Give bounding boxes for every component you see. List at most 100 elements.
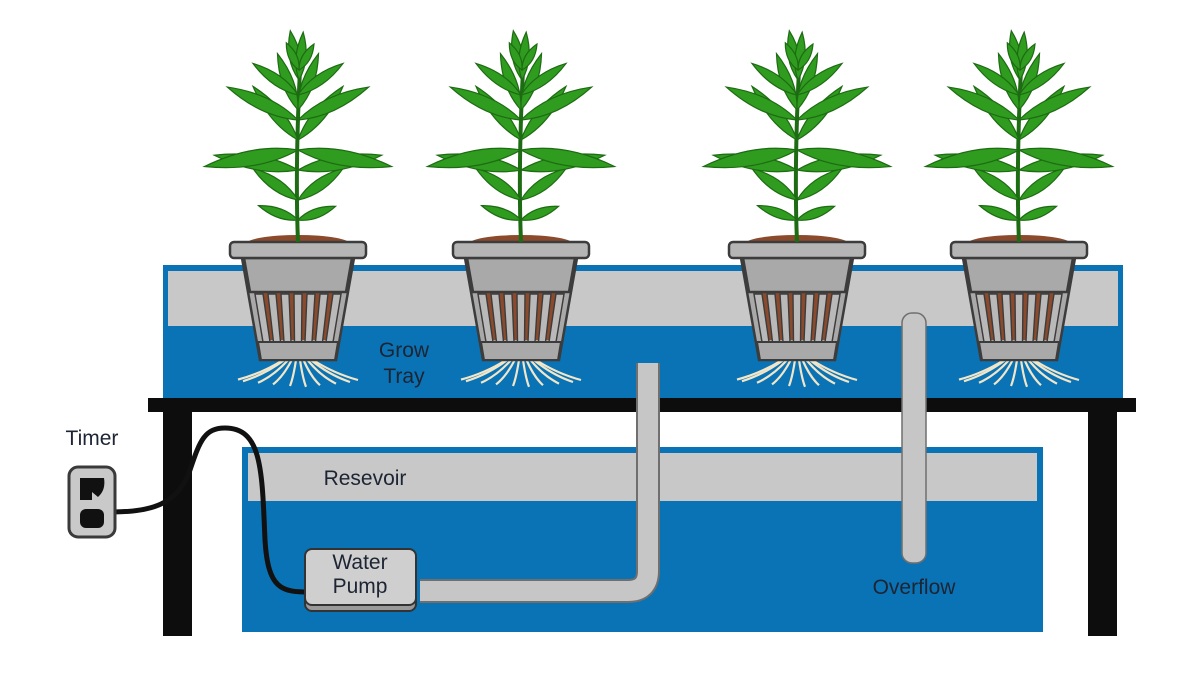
- timer: [67, 425, 311, 595]
- root-strand: [1019, 359, 1029, 388]
- root-strand: [1009, 359, 1019, 387]
- plant-roots: [237, 359, 359, 388]
- root-strand: [771, 359, 792, 386]
- root-strand: [306, 359, 337, 385]
- root-strand: [958, 359, 1005, 381]
- root-strand: [1033, 359, 1080, 382]
- net-pot-ring: [963, 256, 1075, 294]
- water-pump-label: Water: [332, 551, 387, 574]
- net-pot-ring: [741, 256, 853, 294]
- fill-pipe: [420, 363, 660, 603]
- net-pot-ring: [465, 256, 577, 294]
- root-strand: [756, 359, 788, 384]
- plants-row: [202, 29, 1115, 388]
- leaf: [256, 205, 300, 221]
- root-strand: [811, 359, 858, 382]
- grow-tray-label-line2: Tray: [383, 365, 425, 388]
- root-strand: [302, 359, 321, 387]
- plant-roots: [460, 359, 582, 388]
- leaf: [750, 62, 799, 96]
- net-pot-rim: [451, 240, 591, 260]
- leaf: [519, 167, 568, 201]
- plant-2: [425, 29, 617, 388]
- net-pot-base: [256, 341, 340, 361]
- plant-foliage: [923, 29, 1115, 243]
- leaf: [521, 42, 538, 72]
- root-strand: [521, 359, 531, 388]
- leaf: [724, 86, 799, 121]
- root-strand: [801, 359, 820, 387]
- leaf: [795, 62, 844, 96]
- leaf: [755, 205, 799, 221]
- net-pot-slat: [792, 293, 802, 343]
- leaf: [519, 205, 561, 221]
- leaf: [923, 147, 1021, 169]
- net-pot: [228, 235, 368, 362]
- leaf: [750, 167, 799, 201]
- net-pot: [451, 235, 591, 362]
- leaf: [479, 205, 523, 221]
- root-strand: [312, 359, 359, 382]
- water-pump-body: [304, 548, 417, 606]
- leaf: [946, 86, 1021, 121]
- leaf: [519, 86, 594, 121]
- plant-foliage: [701, 29, 893, 243]
- leaf: [296, 167, 345, 201]
- leaf: [225, 86, 300, 121]
- leaf: [797, 42, 814, 72]
- leaf: [519, 62, 568, 96]
- reservoir-label: Resevoir: [324, 467, 407, 490]
- net-pot-base: [755, 341, 839, 361]
- plant-roots: [736, 359, 858, 388]
- root-strand: [978, 359, 1010, 384]
- leaf: [784, 41, 799, 72]
- root-strand: [272, 359, 293, 386]
- net-pot-rim: [949, 240, 1089, 260]
- root-strand: [805, 359, 836, 385]
- leaf: [977, 205, 1021, 221]
- root-strand: [480, 359, 512, 384]
- net-pot-slat: [1014, 293, 1024, 343]
- leaf: [296, 62, 345, 96]
- plant-foliage: [425, 29, 617, 243]
- grow-tray-label: Grow: [379, 339, 430, 362]
- root-strand: [529, 359, 560, 385]
- root-strand: [797, 359, 807, 388]
- root-strand: [460, 359, 507, 381]
- root-strand: [495, 359, 516, 386]
- net-pot: [949, 235, 1089, 362]
- leaf: [474, 167, 523, 201]
- plant-3: [701, 29, 893, 388]
- root-strand: [993, 359, 1014, 386]
- net-pot: [727, 235, 867, 362]
- root-strand: [511, 359, 521, 387]
- leaf: [972, 62, 1021, 96]
- leaf: [474, 62, 523, 96]
- table-leg-left: [163, 412, 192, 636]
- root-strand: [535, 359, 582, 382]
- power-cord: [111, 425, 311, 595]
- leaf: [1006, 41, 1021, 72]
- net-pot-ring: [242, 256, 354, 294]
- leaf: [508, 41, 523, 72]
- root-strand: [257, 359, 289, 384]
- leaf: [1017, 205, 1059, 221]
- root-strand: [525, 359, 544, 387]
- leaf: [298, 42, 315, 72]
- leaf: [795, 86, 870, 121]
- root-strand: [787, 359, 797, 387]
- leaf: [795, 167, 844, 201]
- leaf: [1017, 86, 1092, 121]
- leaf: [701, 147, 799, 169]
- root-strand: [298, 359, 308, 388]
- leaf: [1019, 42, 1036, 72]
- root-strand: [1023, 359, 1042, 387]
- leaf: [519, 147, 617, 169]
- root-strand: [310, 359, 351, 384]
- root-strand: [288, 359, 298, 387]
- leaf: [1017, 167, 1066, 201]
- overflow-pipe-body: [901, 312, 927, 564]
- overflow-pipe: [901, 312, 927, 564]
